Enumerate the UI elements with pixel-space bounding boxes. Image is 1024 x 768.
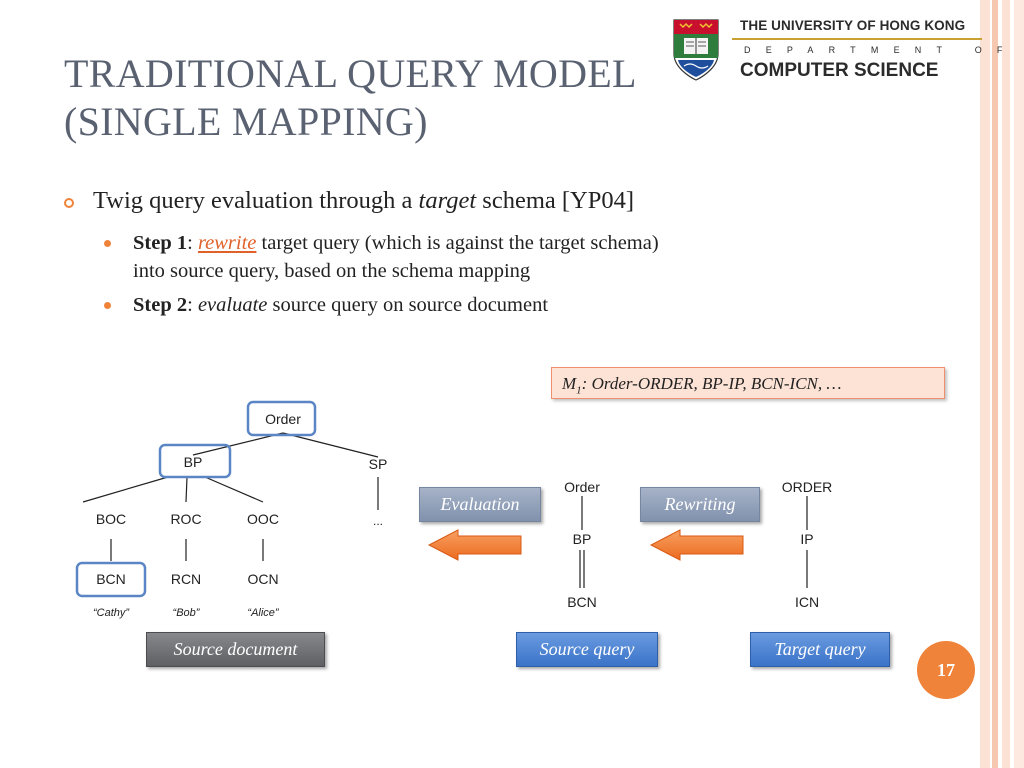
tree-node: SP xyxy=(369,456,388,472)
bullet-dot-icon xyxy=(104,302,111,309)
source-query-node: BCN xyxy=(567,594,597,610)
slide-title-line2: (SINGLE MAPPING) xyxy=(64,99,428,144)
tree-node: RCN xyxy=(171,571,201,587)
rewrite-link[interactable]: rewrite xyxy=(197,232,257,254)
mapping-box: M1: Order-ORDER, BP-IP, BCN-ICN, … xyxy=(551,367,945,399)
tree-node: BOC xyxy=(96,511,126,527)
highlight-box xyxy=(158,443,232,479)
bullet-step2-text: Step 2: evaluate source query on source … xyxy=(133,294,549,316)
leaf-value: “Cathy” xyxy=(93,607,130,619)
left-arrow-icon xyxy=(427,529,522,561)
rewriting-label: Rewriting xyxy=(640,487,760,522)
bullet-main-text: Twig query evaluation through a target s… xyxy=(93,187,635,214)
target-query-node: ORDER xyxy=(782,479,833,495)
source-query-label: Source query xyxy=(516,632,658,667)
tree-node: ROC xyxy=(170,511,201,527)
slide-title: TRADITIONAL QUERY MODEL (SINGLE MAPPING) xyxy=(64,50,744,146)
tree-node: OOC xyxy=(247,511,279,527)
target-query-node: IP xyxy=(800,531,813,547)
highlight-box xyxy=(75,561,147,598)
source-document-label: Source document xyxy=(146,632,325,667)
left-arrow-icon xyxy=(649,529,744,561)
tree-node: OCN xyxy=(247,571,278,587)
tree-node: Order xyxy=(265,411,301,427)
source-query-node: Order xyxy=(564,479,600,495)
highlight-box xyxy=(246,400,317,437)
leaf-value: “Bob” xyxy=(173,607,201,619)
tree-node: BP xyxy=(184,454,203,470)
logo-divider xyxy=(732,38,982,40)
university-crest-icon xyxy=(673,19,719,81)
tree-node: ... xyxy=(373,514,383,528)
right-border-stripe xyxy=(1002,0,1010,768)
bullet-ring-icon xyxy=(64,198,74,208)
bullet-step1-text: Step 1: rewrite target query (which is a… xyxy=(133,232,659,282)
department-name: COMPUTER SCIENCE xyxy=(740,60,939,81)
target-query-node: ICN xyxy=(795,594,819,610)
right-border-stripe xyxy=(992,0,998,768)
page-number: 17 xyxy=(917,641,975,699)
tree-node: BCN xyxy=(96,571,126,587)
slide-title-line1: TRADITIONAL QUERY MODEL xyxy=(64,51,637,96)
university-name: THE UNIVERSITY OF HONG KONG xyxy=(740,18,966,33)
evaluation-label: Evaluation xyxy=(419,487,541,522)
right-border-stripe xyxy=(1014,0,1024,768)
right-border-stripe xyxy=(980,0,990,768)
department-label: DEPARTMENT OF xyxy=(744,45,1018,55)
target-query-label: Target query xyxy=(750,632,890,667)
bullet-dot-icon xyxy=(104,240,111,247)
leaf-value: “Alice” xyxy=(247,607,280,619)
source-query-node: BP xyxy=(573,531,592,547)
